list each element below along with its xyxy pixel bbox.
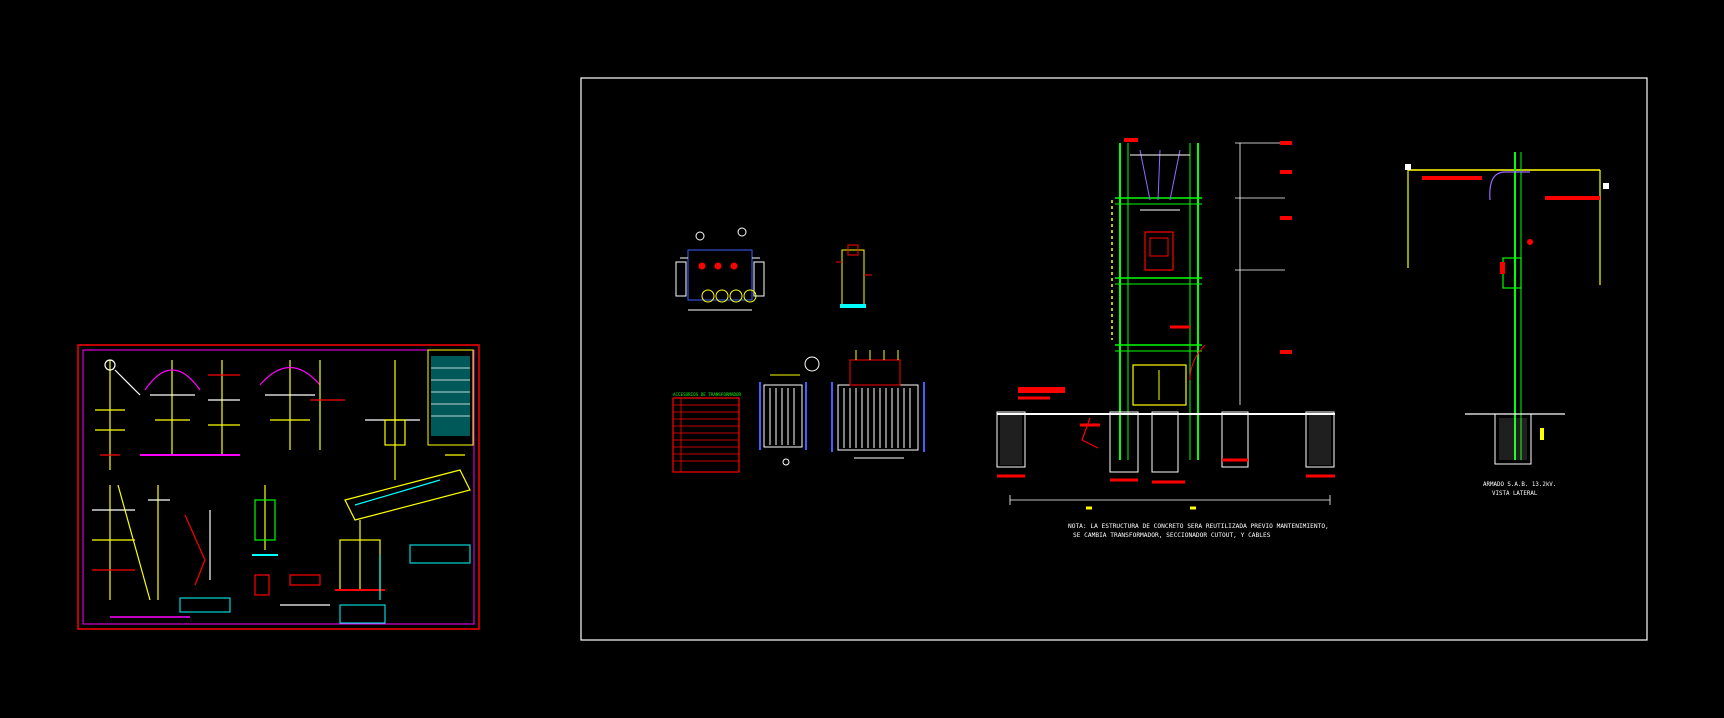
substation-structure xyxy=(1111,138,1292,460)
parts-table: ACCESORIOS DE TRANSFORMADOR xyxy=(672,392,742,473)
left-pole-structure-1 xyxy=(95,359,141,470)
transformer-top-view xyxy=(675,227,765,311)
structure-note: NOTA: LA ESTRUCTURA DE CONCRETO SERA REU… xyxy=(1068,523,1329,539)
left-sheet-inner-border xyxy=(82,349,475,625)
transformer-side-view-small xyxy=(836,244,872,308)
left-sheet xyxy=(77,344,480,630)
side-view-caption-line-2: VISTA LATERAL xyxy=(1492,491,1538,497)
right-sheet-border xyxy=(580,77,1648,641)
side-view-pole xyxy=(1405,152,1609,465)
left-pole-structure-4 xyxy=(259,360,345,450)
transformer-elevation xyxy=(759,356,820,466)
note-line-2: SE CAMBIA TRANSFORMADOR, SECCIONADOR CUT… xyxy=(1073,532,1271,539)
left-pole-structure-6 xyxy=(148,485,211,600)
parts-table-title: ACCESORIOS DE TRANSFORMADOR xyxy=(673,392,742,397)
left-detail-foundation xyxy=(335,520,385,600)
foundation-section xyxy=(996,387,1335,510)
transformer-front xyxy=(831,350,925,459)
left-titleblock-small xyxy=(110,544,471,624)
left-legend-table xyxy=(427,349,474,446)
left-pole-structure-5 xyxy=(92,484,151,601)
side-view-caption: ARMADO S.A.B. 13.2kV. VISTA LATERAL xyxy=(1483,482,1556,497)
left-pole-isometric xyxy=(344,360,471,521)
left-sheet-outer-border xyxy=(77,344,480,630)
left-detail-insulator xyxy=(252,485,330,606)
note-line-1: NOTA: LA ESTRUCTURA DE CONCRETO SERA REU… xyxy=(1068,523,1329,530)
right-sheet: ACCESORIOS DE TRANSFORMADOR xyxy=(580,77,1648,641)
left-pole-structure-3 xyxy=(205,360,240,456)
side-view-caption-line-1: ARMADO S.A.B. 13.2kV. xyxy=(1483,482,1556,488)
metering-cabinet xyxy=(1132,364,1187,406)
main-transformer xyxy=(1144,231,1174,271)
left-pole-structure-2 xyxy=(140,360,205,456)
